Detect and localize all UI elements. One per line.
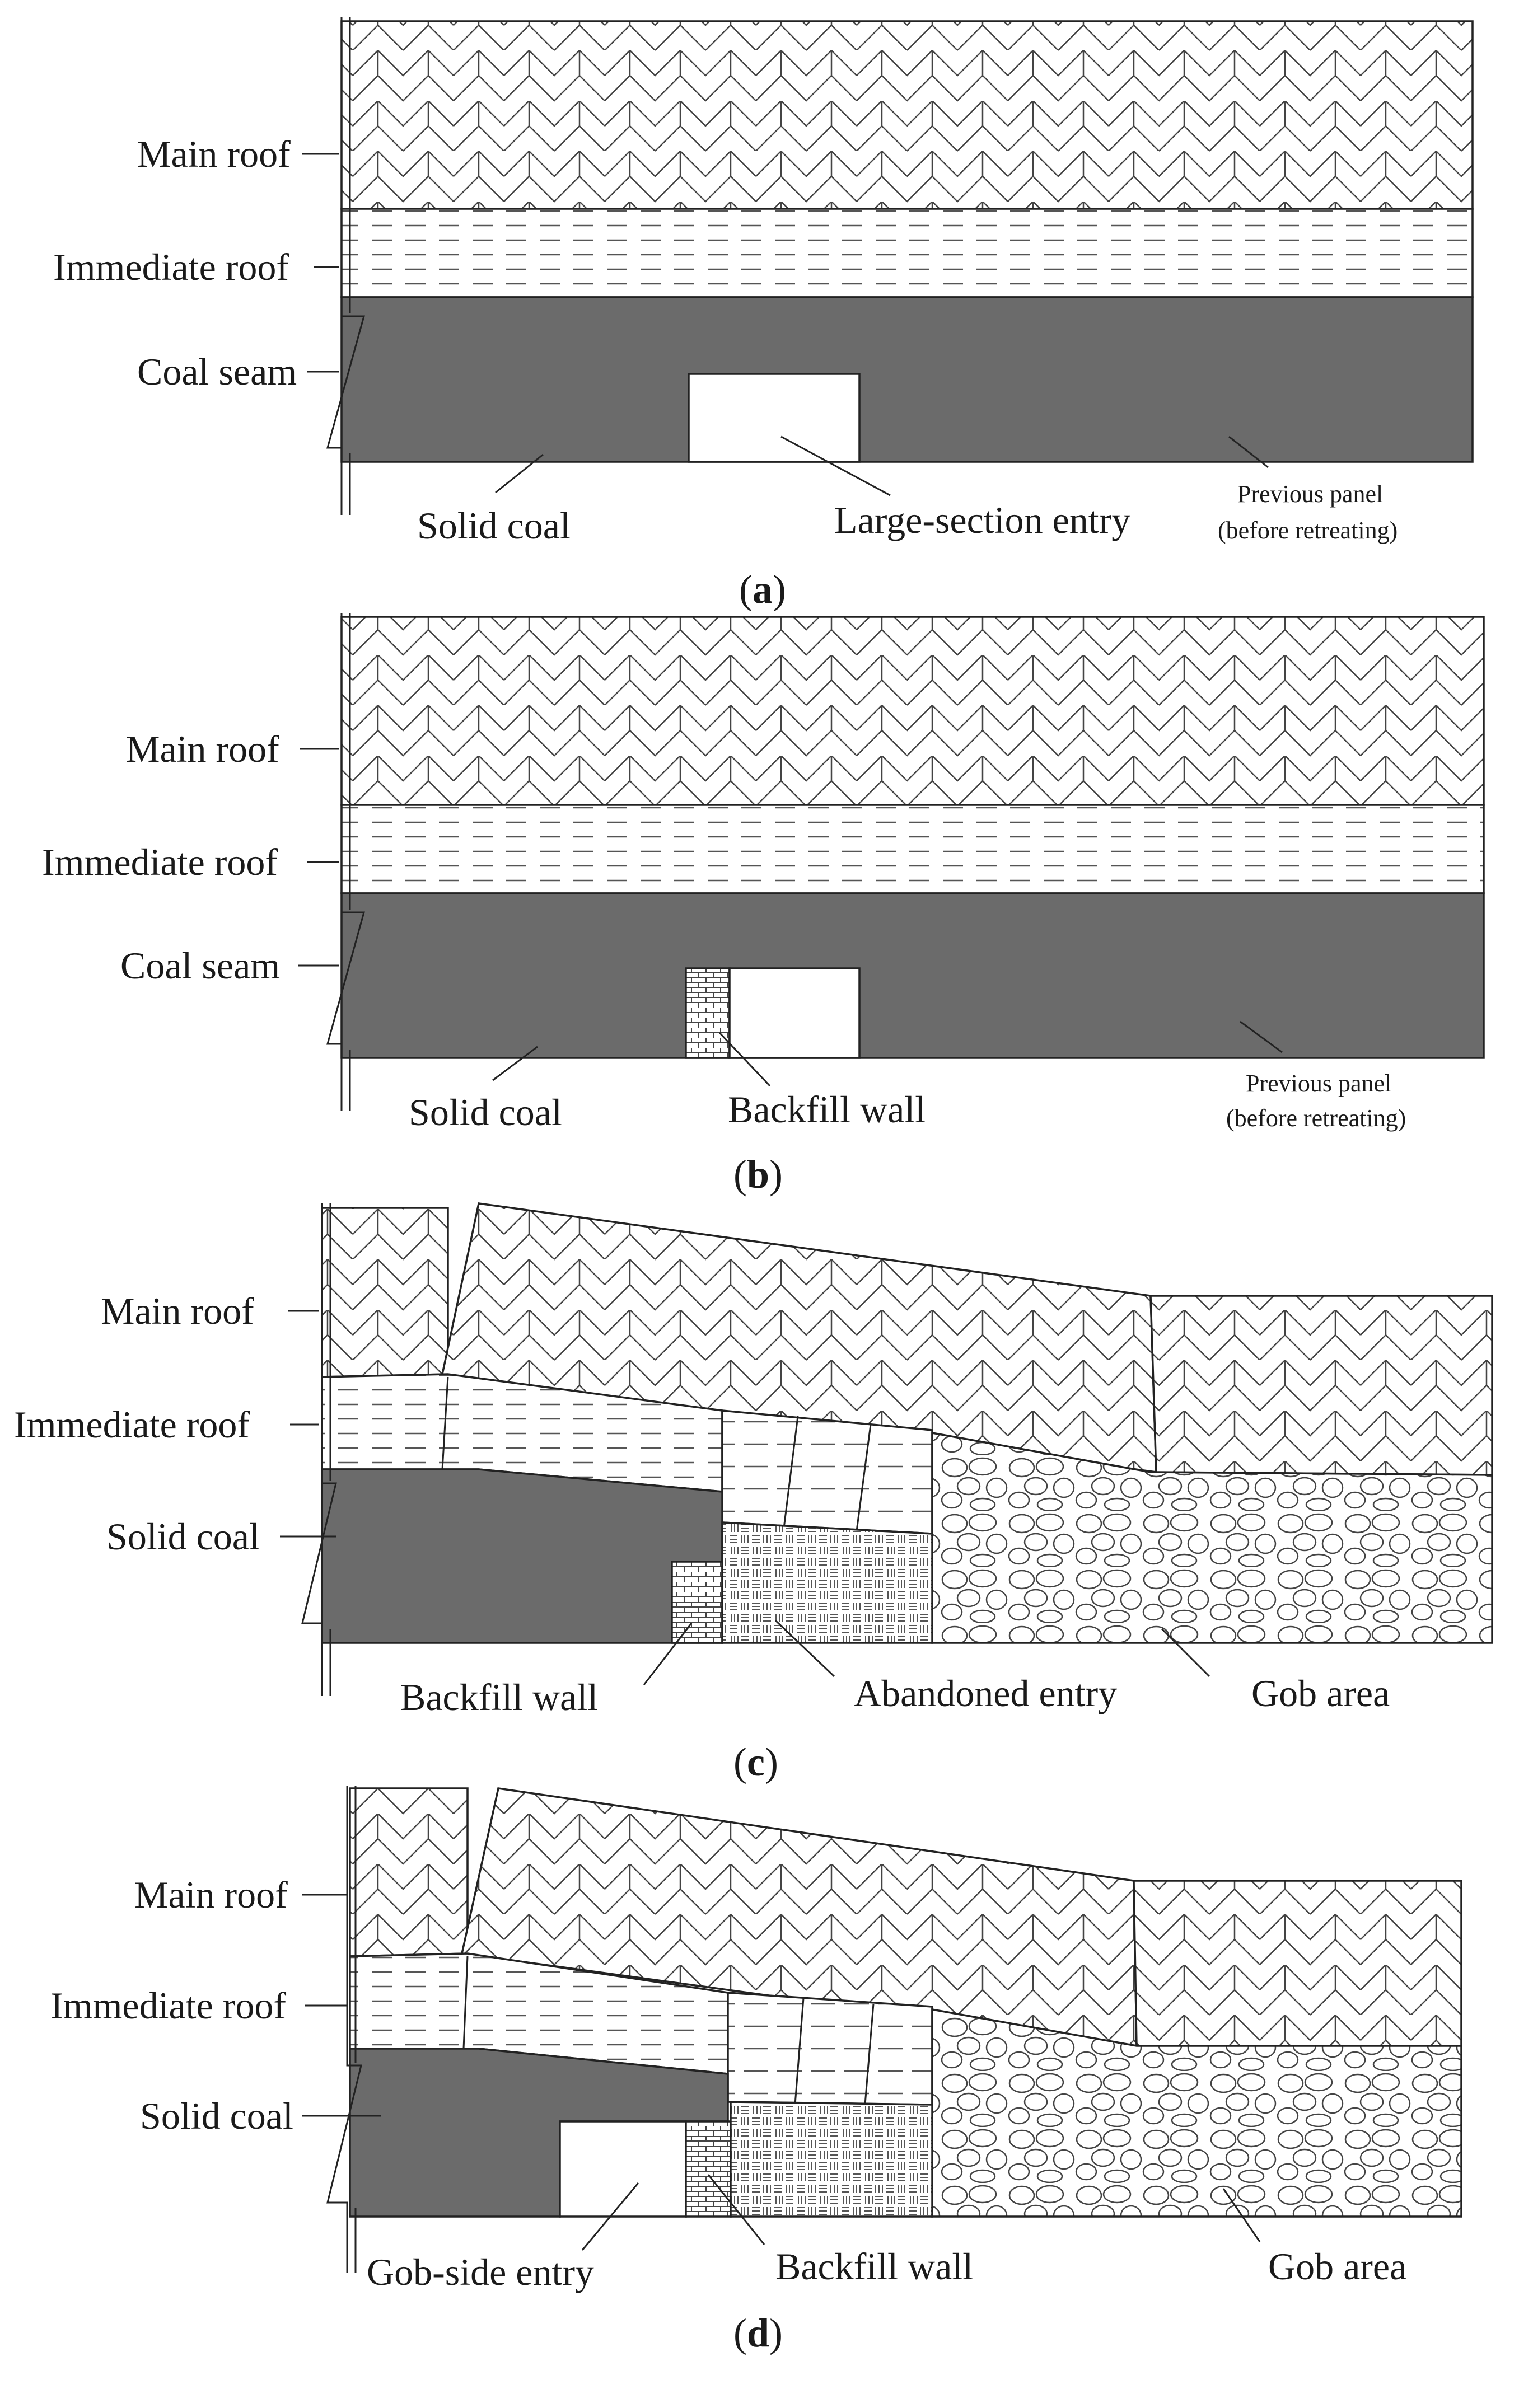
label-coal-seam: Coal seam — [137, 350, 297, 393]
label-main-roof: Main roof — [134, 1873, 288, 1916]
break-line — [326, 17, 365, 515]
panel-b: Main roof Immediate roof Coal seam Solid… — [42, 613, 1485, 1197]
label-gob-area: Gob area — [1251, 1672, 1390, 1714]
main-roof-block-right — [1149, 1295, 1493, 1476]
solid-coal-block — [321, 1468, 723, 1644]
main-roof-layer — [340, 616, 1485, 806]
immediate-roof-layer — [340, 208, 1474, 298]
label-backfill-wall: Backfill wall — [775, 2245, 973, 2288]
caved-roof-blocks — [727, 1992, 933, 2106]
label-main-roof: Main roof — [126, 728, 279, 770]
backfill-wall — [685, 2120, 732, 2218]
entry-opening — [728, 967, 861, 1059]
label-solid-coal: Solid coal — [106, 1515, 260, 1558]
main-roof-block-left — [349, 1787, 469, 1957]
coal-seam-layer — [340, 296, 1474, 463]
abandoned-entry — [721, 1521, 933, 1644]
label-main-roof: Main roof — [101, 1290, 254, 1332]
abandoned-entry-fill — [730, 2101, 933, 2218]
label-immediate-roof: Immediate roof — [50, 1984, 286, 2027]
label-solid-coal: Solid coal — [140, 2095, 293, 2137]
backfill-wall — [685, 967, 731, 1059]
caption-c: (c) — [733, 1740, 778, 1784]
main-roof-layer — [340, 20, 1474, 210]
label-solid-coal: Solid coal — [409, 1091, 562, 1133]
label-gob-side-entry: Gob-side entry — [367, 2251, 594, 2293]
label-abandoned-entry: Abandoned entry — [854, 1672, 1117, 1714]
caved-roof-blocks — [721, 1409, 933, 1535]
large-section-entry — [688, 373, 861, 463]
label-immediate-roof: Immediate roof — [42, 841, 278, 883]
label-backfill-wall: Backfill wall — [728, 1088, 926, 1131]
caption-b: (b) — [733, 1152, 783, 1197]
label-gob-area: Gob area — [1268, 2245, 1406, 2288]
backfill-wall — [671, 1561, 723, 1644]
label-previous-panel: Previous panel — [1237, 480, 1383, 508]
label-coal-seam: Coal seam — [120, 944, 280, 987]
label-before-retreating: (before retreating) — [1218, 517, 1398, 544]
label-previous-panel: Previous panel — [1246, 1070, 1391, 1097]
caption-d: (d) — [733, 2311, 783, 2355]
panel-a: Main roof Immediate roof Coal seam Solid… — [53, 17, 1474, 612]
label-backfill-wall: Backfill wall — [400, 1676, 598, 1718]
label-main-roof: Main roof — [137, 133, 291, 175]
immediate-roof-layer — [340, 804, 1485, 894]
caption-a: (a) — [739, 567, 786, 612]
coal-seam-layer — [340, 892, 1485, 1059]
panel-c: Main roof Immediate roof Solid coal Back… — [14, 1202, 1493, 1784]
main-roof-block-left — [321, 1207, 449, 1378]
label-solid-coal: Solid coal — [417, 504, 571, 547]
main-roof-block-right — [1133, 1880, 1462, 2047]
label-before-retreating: (before retreating) — [1226, 1104, 1406, 1132]
label-immediate-roof: Immediate roof — [53, 246, 289, 288]
label-immediate-roof: Immediate roof — [14, 1403, 250, 1446]
panel-d: Main roof Immediate roof Solid coal Gob-… — [50, 1786, 1462, 2355]
label-large-section-entry: Large-section entry — [834, 499, 1130, 541]
